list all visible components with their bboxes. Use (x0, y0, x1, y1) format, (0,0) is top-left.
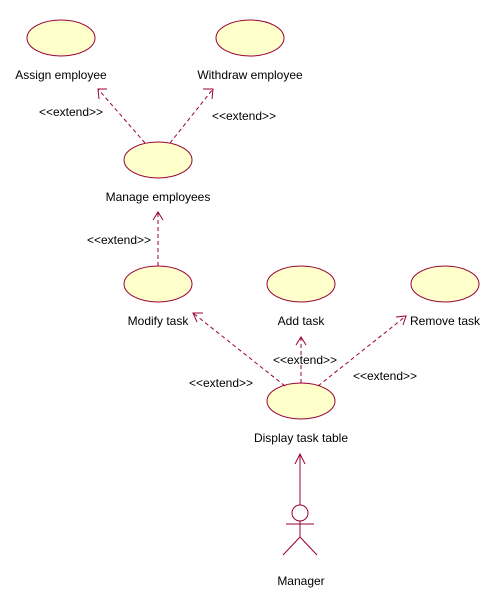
arrowhead-add (295, 336, 307, 346)
label-assign-employee: Assign employee (15, 68, 107, 82)
arrowhead-manage (152, 211, 164, 221)
label-modify-task: Modify task (128, 314, 190, 328)
arrowhead-modify (192, 312, 203, 323)
arrowhead-remove (395, 315, 407, 326)
use-case-add-task[interactable] (266, 265, 336, 303)
stereotype-label-assign: <<extend>> (39, 105, 103, 119)
extend-arrow-assign (97, 88, 146, 144)
stereotype-label-modify: <<extend>> (189, 376, 253, 390)
label-remove-task: Remove task (410, 314, 481, 328)
extend-arrow-modify (192, 312, 286, 387)
extend-arrow-remove (317, 315, 407, 387)
stereotype-label-withdraw: <<extend>> (212, 109, 276, 123)
use-case-display-task-table[interactable] (266, 382, 336, 420)
label-withdraw-employee: Withdraw employee (197, 68, 303, 82)
actor-manager-icon[interactable] (282, 504, 318, 556)
extend-arrow-withdraw (169, 88, 214, 144)
stereotype-label-manage: <<extend>> (87, 233, 151, 247)
label-display-task-table: Display task table (254, 431, 348, 445)
label-add-task: Add task (278, 314, 326, 328)
use-case-remove-task[interactable] (410, 265, 480, 303)
stereotype-label-add: <<extend>> (273, 353, 337, 367)
use-case-assign-employee[interactable] (26, 19, 96, 57)
use-case-withdraw-employee[interactable] (215, 19, 285, 57)
stereotype-label-remove: <<extend>> (353, 369, 417, 383)
arrowhead-withdraw (203, 88, 214, 100)
label-manage-employees: Manage employees (106, 190, 211, 204)
actor-manager-label: Manager (277, 574, 324, 588)
use-case-modify-task[interactable] (123, 265, 193, 303)
arrowhead-association (294, 452, 306, 465)
use-case-manage-employees[interactable] (123, 141, 193, 179)
arrowhead-assign (97, 88, 107, 100)
